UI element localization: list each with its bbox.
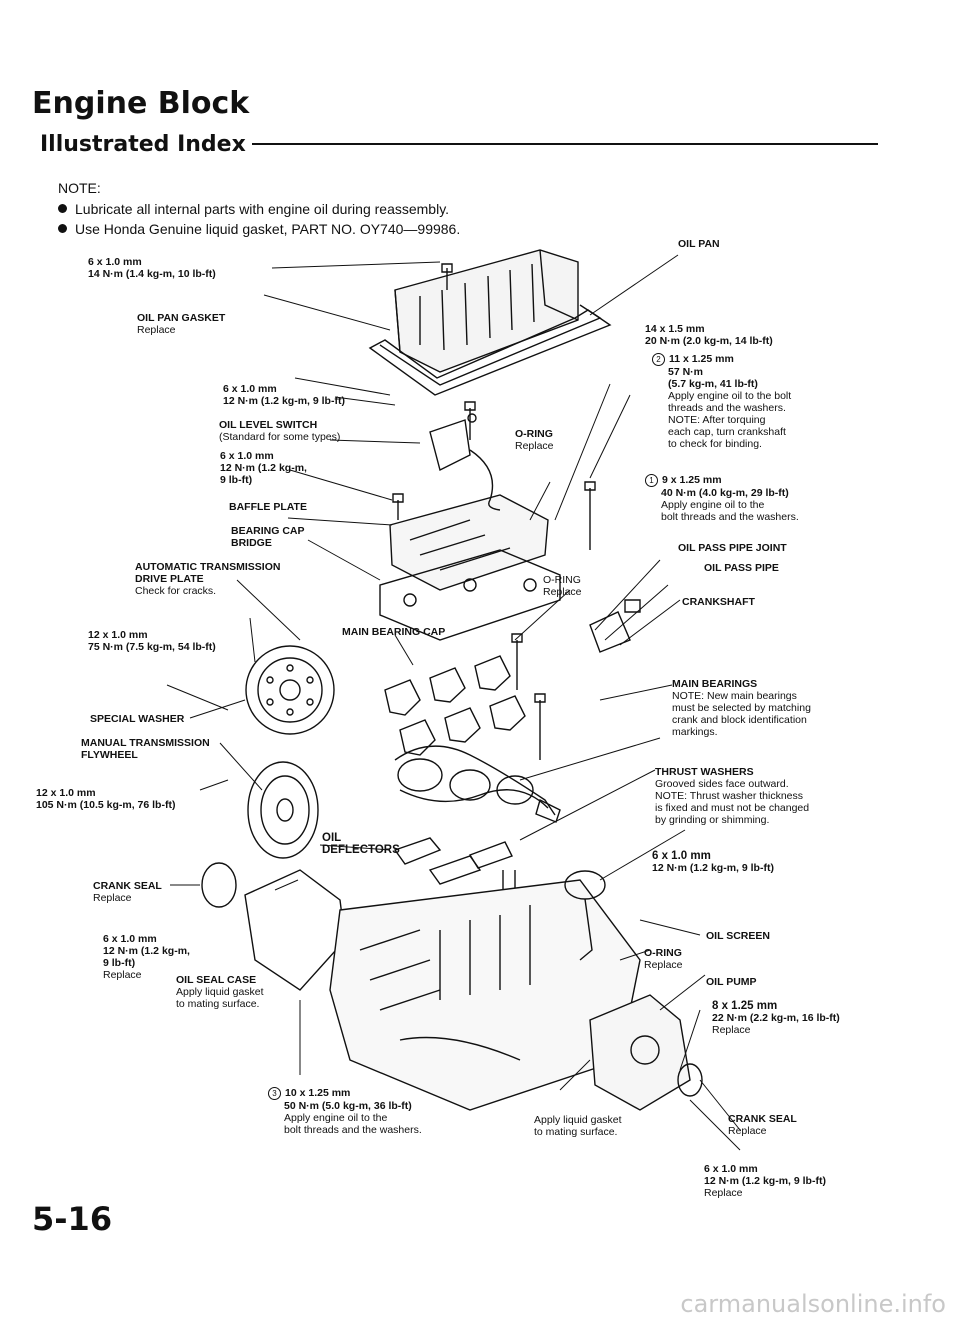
vertical-bolts bbox=[392, 263, 596, 930]
leader-lines bbox=[166, 254, 741, 1151]
main-bearing-caps-drawing bbox=[384, 655, 526, 756]
page-subtitle: Illustrated Index bbox=[40, 132, 246, 157]
label-oil-pump: OIL PUMP bbox=[706, 976, 757, 988]
oil-pan-gasket-drawing bbox=[368, 309, 612, 396]
label-crankshaft: CRANKSHAFT bbox=[682, 596, 755, 608]
oil-pump-drawing bbox=[589, 994, 691, 1111]
oil-deflectors-drawing bbox=[393, 837, 513, 885]
page-title: Engine Block bbox=[32, 86, 250, 121]
label-oil-pass-pipe-joint: OIL PASS PIPE JOINT bbox=[678, 542, 787, 554]
note-heading: NOTE: bbox=[58, 180, 101, 196]
label-thrust-washers: THRUST WASHERS Grooved sides face outwar… bbox=[655, 766, 810, 826]
title-rule bbox=[252, 143, 878, 145]
label-oil-screen: OIL SCREEN bbox=[706, 930, 770, 942]
note-line-2: Use Honda Genuine liquid gasket, PART NO… bbox=[58, 221, 460, 237]
crankshaft-drawing bbox=[394, 745, 561, 823]
watermark: carmanualsonline.info bbox=[680, 1290, 946, 1318]
label-main-bearings: MAIN BEARINGS NOTE: New main bearings mu… bbox=[672, 678, 811, 738]
bullet-icon bbox=[58, 204, 67, 213]
bullet-icon bbox=[58, 224, 67, 233]
oil-pan-drawing bbox=[379, 249, 602, 386]
crank-seal-right-drawing bbox=[677, 1063, 703, 1097]
oil-level-switch-drawing bbox=[429, 413, 501, 511]
oil-screen-drawing bbox=[564, 870, 606, 961]
label-baffle-plate: BAFFLE PLATE bbox=[229, 501, 307, 513]
flywheel-drawing bbox=[247, 761, 319, 859]
label-main-bearing-cap: MAIN BEARING CAP bbox=[342, 626, 446, 638]
baffle-plate-drawing bbox=[379, 494, 561, 641]
oil-pass-pipe-drawing bbox=[589, 599, 641, 653]
engine-block-drawing bbox=[329, 879, 641, 1111]
label-oil-pan: OIL PAN bbox=[678, 238, 720, 250]
note-line-1: Lubricate all internal parts with engine… bbox=[58, 201, 449, 217]
label-oil-level-switch: OIL LEVEL SWITCH(Standard for some types… bbox=[219, 419, 341, 443]
label-oil-pass-pipe: OIL PASS PIPE bbox=[704, 562, 779, 574]
oil-seal-case-drawing bbox=[244, 869, 346, 991]
label-special-washer: SPECIAL WASHER bbox=[90, 713, 185, 725]
page-number: 5-16 bbox=[32, 1200, 113, 1238]
crank-seal-left-drawing bbox=[201, 862, 237, 908]
drive-plate-drawing bbox=[245, 645, 335, 735]
